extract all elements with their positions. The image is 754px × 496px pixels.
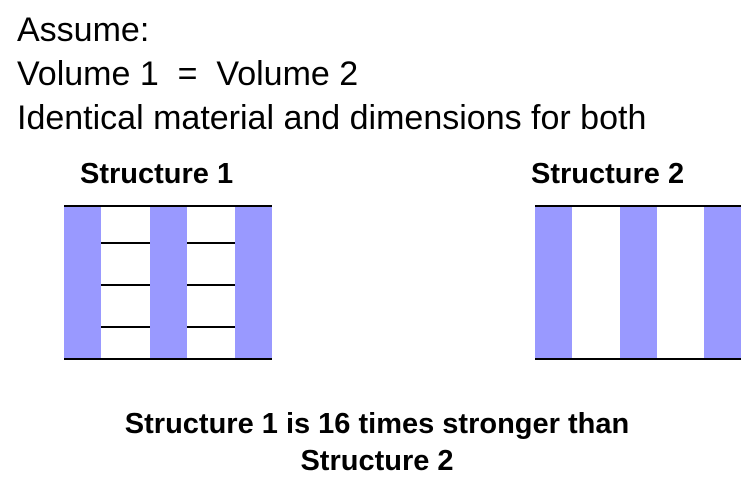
column — [704, 207, 741, 358]
column — [64, 207, 101, 358]
column — [150, 207, 187, 358]
assume-heading: Assume: — [17, 11, 150, 49]
conclusion-text: Structure 1 is 16 times stronger than St… — [0, 406, 754, 480]
structure-1-diagram — [64, 205, 272, 360]
column — [235, 207, 272, 358]
volume-equality: Volume 1 = Volume 2 — [17, 55, 359, 93]
structure-2-label: Structure 2 — [531, 158, 685, 190]
conclusion-line-1: Structure 1 is 16 times stronger than — [124, 408, 630, 440]
structure-1-label: Structure 1 — [80, 158, 234, 190]
material-statement: Identical material and dimensions for bo… — [17, 99, 647, 137]
structure-2-diagram — [535, 205, 741, 360]
conclusion-line-2: Structure 2 — [300, 445, 454, 477]
column — [620, 207, 657, 358]
assumptions-block: Assume: Volume 1 = Volume 2 Identical ma… — [17, 8, 646, 140]
column — [535, 207, 572, 358]
